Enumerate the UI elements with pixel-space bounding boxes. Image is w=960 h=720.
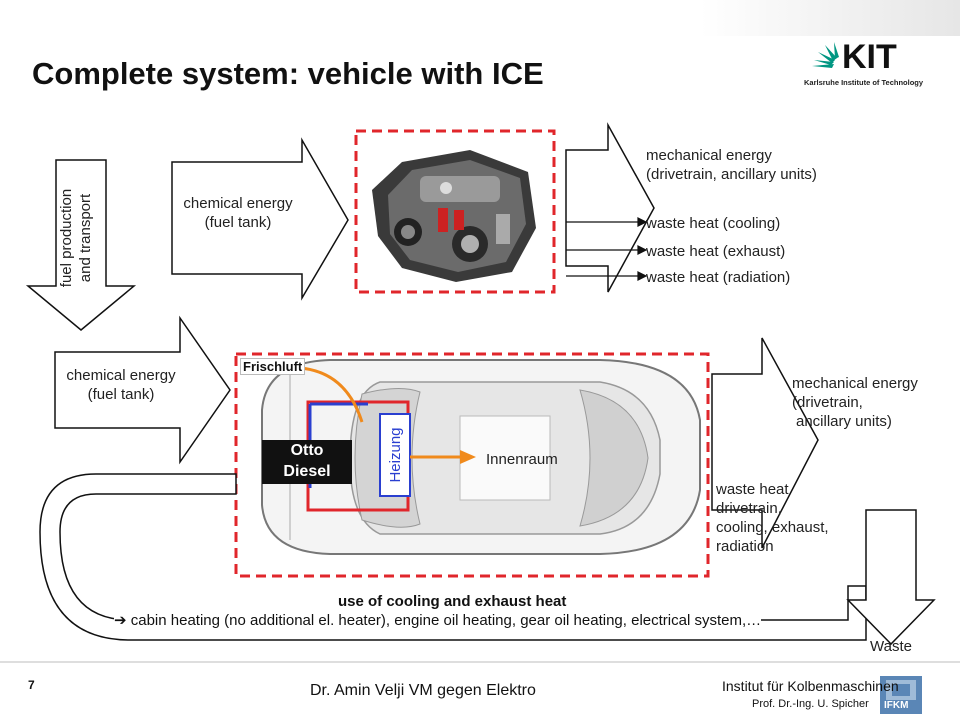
fresh-air-label: Frischluft (240, 358, 306, 375)
top-output-cooling: waste heat (cooling) (646, 215, 781, 232)
bottom-output-waste-line2: drivetrain, (716, 500, 782, 517)
fuel-production-arrow (25, 159, 137, 331)
kit-logo-subtext: Karlsruhe Institute of Technology (804, 78, 924, 87)
top-output-radiation: waste heat (radiation) (646, 269, 791, 286)
heater-bar (379, 413, 411, 497)
professor: Prof. Dr.-Ing. U. Spicher (752, 698, 869, 710)
top-output-exhaust: waste heat (exhaust) (646, 243, 786, 260)
kit-logo: KIT Karlsruhe Institute of Technology (804, 34, 934, 90)
fresh-air-arrow (299, 366, 364, 423)
bottom-output-waste: waste heat drivetrain, cooling, exhaust,… (716, 480, 856, 556)
bottom-output-arrow (711, 337, 819, 549)
car-top-view (261, 359, 701, 555)
ifkm-logo-text: IFKM (884, 700, 909, 711)
bottom-input-label-line2: (fuel tank) (87, 386, 155, 403)
bottom-output-mechanical-line3: ancillary units) (796, 413, 892, 430)
header-corner-gradient (700, 0, 960, 36)
page-title: Complete system: vehicle with ICE (32, 56, 544, 91)
bottom-output-mechanical-line2: (drivetrain, (792, 394, 863, 411)
fuel-production-line1: fuel production (58, 188, 75, 288)
engine-label-otto: Otto (290, 442, 324, 459)
bottom-output-mechanical: mechanical energy (drivetrain, ancillary… (792, 374, 952, 431)
loop-text: cabin heating (no additional el. heater)… (130, 612, 762, 629)
output-arrow-lines (566, 217, 648, 281)
bottom-input-arrow (54, 315, 231, 465)
engine-label-box: Otto Diesel (262, 440, 352, 484)
bottom-output-waste-line1: waste heat (716, 481, 789, 498)
cabin-label: Innenraum (486, 451, 558, 468)
top-output-mechanical-line1: mechanical energy (646, 147, 772, 164)
bottom-output-waste-line3: cooling, exhaust, (716, 519, 829, 536)
waste-arrow (846, 509, 936, 646)
top-input-label: chemical energy (fuel tank) (178, 194, 298, 232)
engine-dashed-box (354, 129, 556, 294)
top-output-mechanical-line2: (drivetrain, ancillary units) (646, 166, 817, 183)
top-output-arrow (565, 122, 655, 293)
page-number: 7 (28, 678, 35, 692)
loop-text-row: ➔ cabin heating (no additional el. heate… (114, 611, 762, 629)
waste-label: Waste (870, 638, 912, 655)
presenter: Dr. Amin Velji VM gegen Elektro (310, 682, 536, 699)
loop-title: use of cooling and exhaust heat (338, 593, 567, 610)
heat-arrow-head (460, 450, 476, 464)
fuel-production-label: fuel production and transport (57, 173, 101, 303)
heater-label: Heizung (387, 427, 404, 483)
fuel-production-line2: and transport (77, 193, 94, 283)
bottom-input-label-line1: chemical energy (66, 367, 176, 384)
car-dashed-box (234, 352, 710, 578)
top-input-label-line1: chemical energy (183, 195, 293, 212)
loop-arrow-symbol: ➔ (114, 612, 127, 629)
bottom-input-label: chemical energy (fuel tank) (62, 366, 180, 404)
ifkm-logo (880, 676, 922, 714)
bottom-output-mechanical-line1: mechanical energy (792, 375, 918, 392)
header-bar: Complete system: vehicle with ICE KIT Ka… (0, 0, 960, 110)
engine-label-diesel: Diesel (283, 463, 331, 480)
bottom-output-waste-line4: radiation (716, 538, 774, 555)
engine-illustration (372, 150, 536, 282)
top-output-mechanical: mechanical energy (drivetrain, ancillary… (646, 146, 866, 184)
kit-logo-text: KIT (842, 38, 897, 76)
top-input-arrow (171, 137, 349, 301)
institute: Institut für Kolbenmaschinen (722, 678, 899, 694)
kit-logo-mark: KIT (812, 38, 897, 76)
top-input-label-line2: (fuel tank) (204, 214, 272, 231)
